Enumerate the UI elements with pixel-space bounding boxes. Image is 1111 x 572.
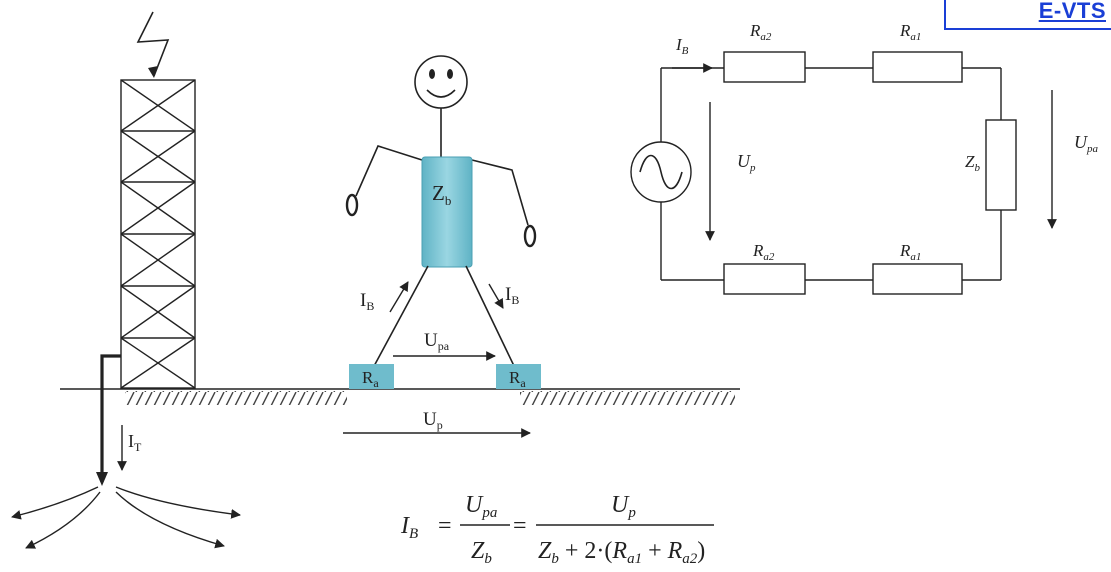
person-figure (345, 55, 541, 389)
current-spread-arrows (11, 486, 241, 549)
current-arrow-right (488, 283, 504, 309)
foot-resistance-right (496, 364, 541, 389)
resistor-bottom-left-label: Ra2 (752, 241, 775, 263)
resistor-top-left (723, 51, 806, 83)
formula: IB = Upa Zb = Up Zb + 2·(Ra1 + Ra2) (400, 492, 714, 567)
current-label-left: IB (360, 290, 374, 313)
ground-voltage-label: Up (423, 409, 443, 432)
svg-text:Up: Up (611, 492, 636, 521)
current-label-right: IB (505, 284, 519, 307)
svg-text:=: = (513, 513, 527, 539)
resistor-top-right (872, 51, 963, 83)
foot-right-label: Ra (509, 368, 526, 390)
equivalent-circuit (660, 67, 1002, 281)
resistor-bottom-left (723, 263, 806, 295)
resistor-bottom-right-label: Ra1 (899, 241, 921, 263)
resistor-top-left-label: Ra2 (749, 21, 772, 43)
ac-source-icon (630, 141, 692, 203)
svg-text:IB: IB (400, 513, 418, 542)
logo-text: E-VTS (1038, 0, 1106, 23)
body-voltage-label: Upa (1074, 132, 1099, 155)
body-impedance-block (421, 156, 473, 268)
resistor-bottom-right (872, 263, 963, 295)
logo-box: E-VTS (944, 0, 1111, 30)
foot-resistance-left (349, 364, 394, 389)
body-impedance-resistor-label: Zb (965, 152, 980, 174)
source-voltage-label: Up (737, 151, 756, 174)
body-impedance-resistor (985, 119, 1017, 211)
step-voltage-label: Upa (424, 330, 450, 353)
earthing-conductor (96, 354, 121, 486)
lightning-bolt-icon (136, 11, 170, 78)
current-arrow-left (389, 281, 409, 313)
resistor-top-right-label: Ra1 (899, 21, 921, 43)
foot-left-label: Ra (362, 368, 379, 390)
transmission-tower (120, 79, 196, 389)
svg-text:Zb + 2·(Ra1 + Ra2): Zb + 2·(Ra1 + Ra2) (538, 538, 705, 567)
svg-text:=: = (438, 513, 452, 539)
svg-text:Upa: Upa (465, 492, 497, 521)
svg-text:Zb: Zb (471, 538, 492, 567)
source-current-label: IB (675, 35, 689, 57)
smiley-face-icon (414, 55, 468, 109)
body-impedance-label: Zb (432, 181, 451, 208)
earth-current-label: IT (128, 431, 142, 454)
ground (60, 388, 740, 405)
